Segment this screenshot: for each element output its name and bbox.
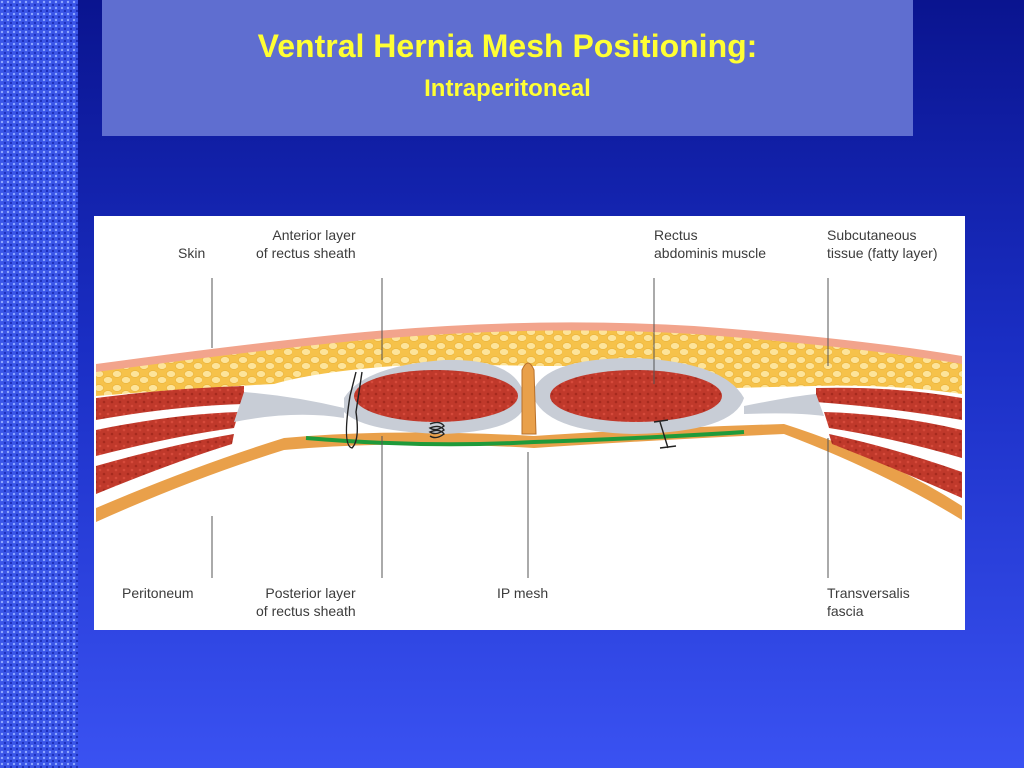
lateral-muscle-right-1 bbox=[816, 387, 962, 420]
transfascial-suture bbox=[345, 371, 363, 449]
title-box bbox=[102, 0, 913, 136]
rectus-muscle-left bbox=[354, 370, 518, 422]
ip-mesh bbox=[305, 430, 745, 447]
lateral-fascia-left bbox=[234, 392, 344, 422]
spiral-tack bbox=[428, 421, 445, 439]
anchor-tack bbox=[653, 419, 677, 449]
lateral-muscle-left-3 bbox=[96, 434, 234, 494]
skin-layer bbox=[96, 322, 962, 374]
linea-alba bbox=[521, 362, 537, 435]
side-pattern-strip bbox=[0, 0, 78, 768]
lateral-muscle-left-1 bbox=[96, 386, 244, 420]
label-peritoneum: Peritoneum bbox=[122, 585, 194, 601]
slide-subtitle: Intraperitoneal bbox=[424, 75, 591, 102]
lateral-muscle-right-2 bbox=[824, 412, 962, 458]
abdominal-wall-illustration bbox=[96, 278, 962, 578]
label-ip-mesh: IP mesh bbox=[497, 585, 549, 601]
lateral-muscle-right-3 bbox=[829, 434, 962, 498]
lateral-muscle-left-2 bbox=[96, 412, 239, 456]
label-skin: Skin bbox=[178, 245, 206, 261]
lateral-fascia-right bbox=[744, 394, 824, 416]
rectus-muscle-right bbox=[550, 370, 722, 422]
slide-title: Ventral Hernia Mesh Positioning: bbox=[257, 28, 758, 64]
